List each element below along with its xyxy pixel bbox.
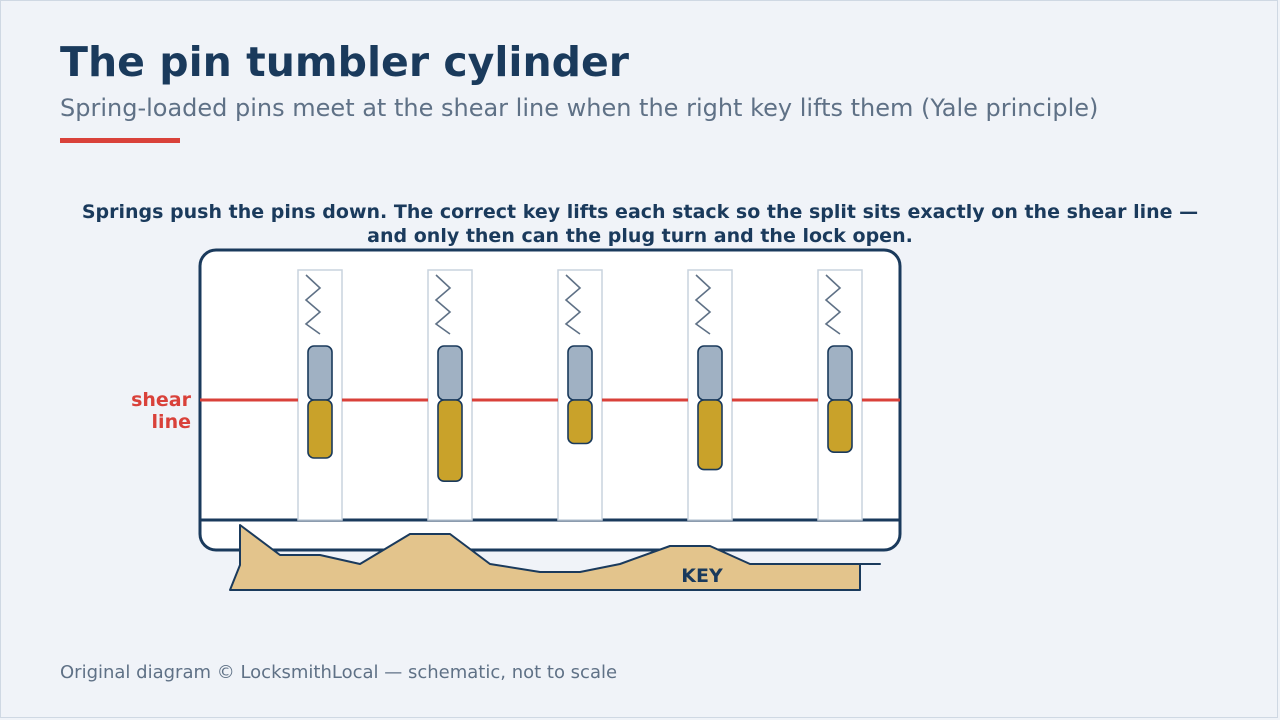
driver-pin [567, 345, 593, 401]
key-pin [567, 399, 593, 445]
accent-rule [60, 138, 180, 143]
key-pin [307, 399, 333, 459]
key-pin [697, 399, 723, 471]
spring [564, 274, 582, 335]
diagram-caption: Springs push the pins down. The correct … [81, 201, 1199, 247]
key-pin [827, 399, 853, 454]
driver-pin [307, 345, 333, 401]
footer-credit: Original diagram © LocksmithLocal — sche… [60, 662, 618, 683]
spring [824, 274, 842, 335]
shear-line-label-1: shear [131, 389, 192, 411]
spring [694, 274, 712, 335]
spring [434, 274, 452, 335]
driver-pin [697, 345, 723, 401]
key-label: KEY [681, 565, 723, 587]
driver-pin [827, 345, 853, 401]
page-subtitle: Spring-loaded pins meet at the shear lin… [60, 94, 1099, 122]
driver-pin [437, 345, 463, 401]
pin-stacks [307, 345, 853, 482]
page-title: The pin tumbler cylinder [60, 38, 630, 86]
key-pin [437, 399, 463, 482]
spring [304, 274, 322, 335]
shear-line-label-2: line [152, 411, 191, 433]
